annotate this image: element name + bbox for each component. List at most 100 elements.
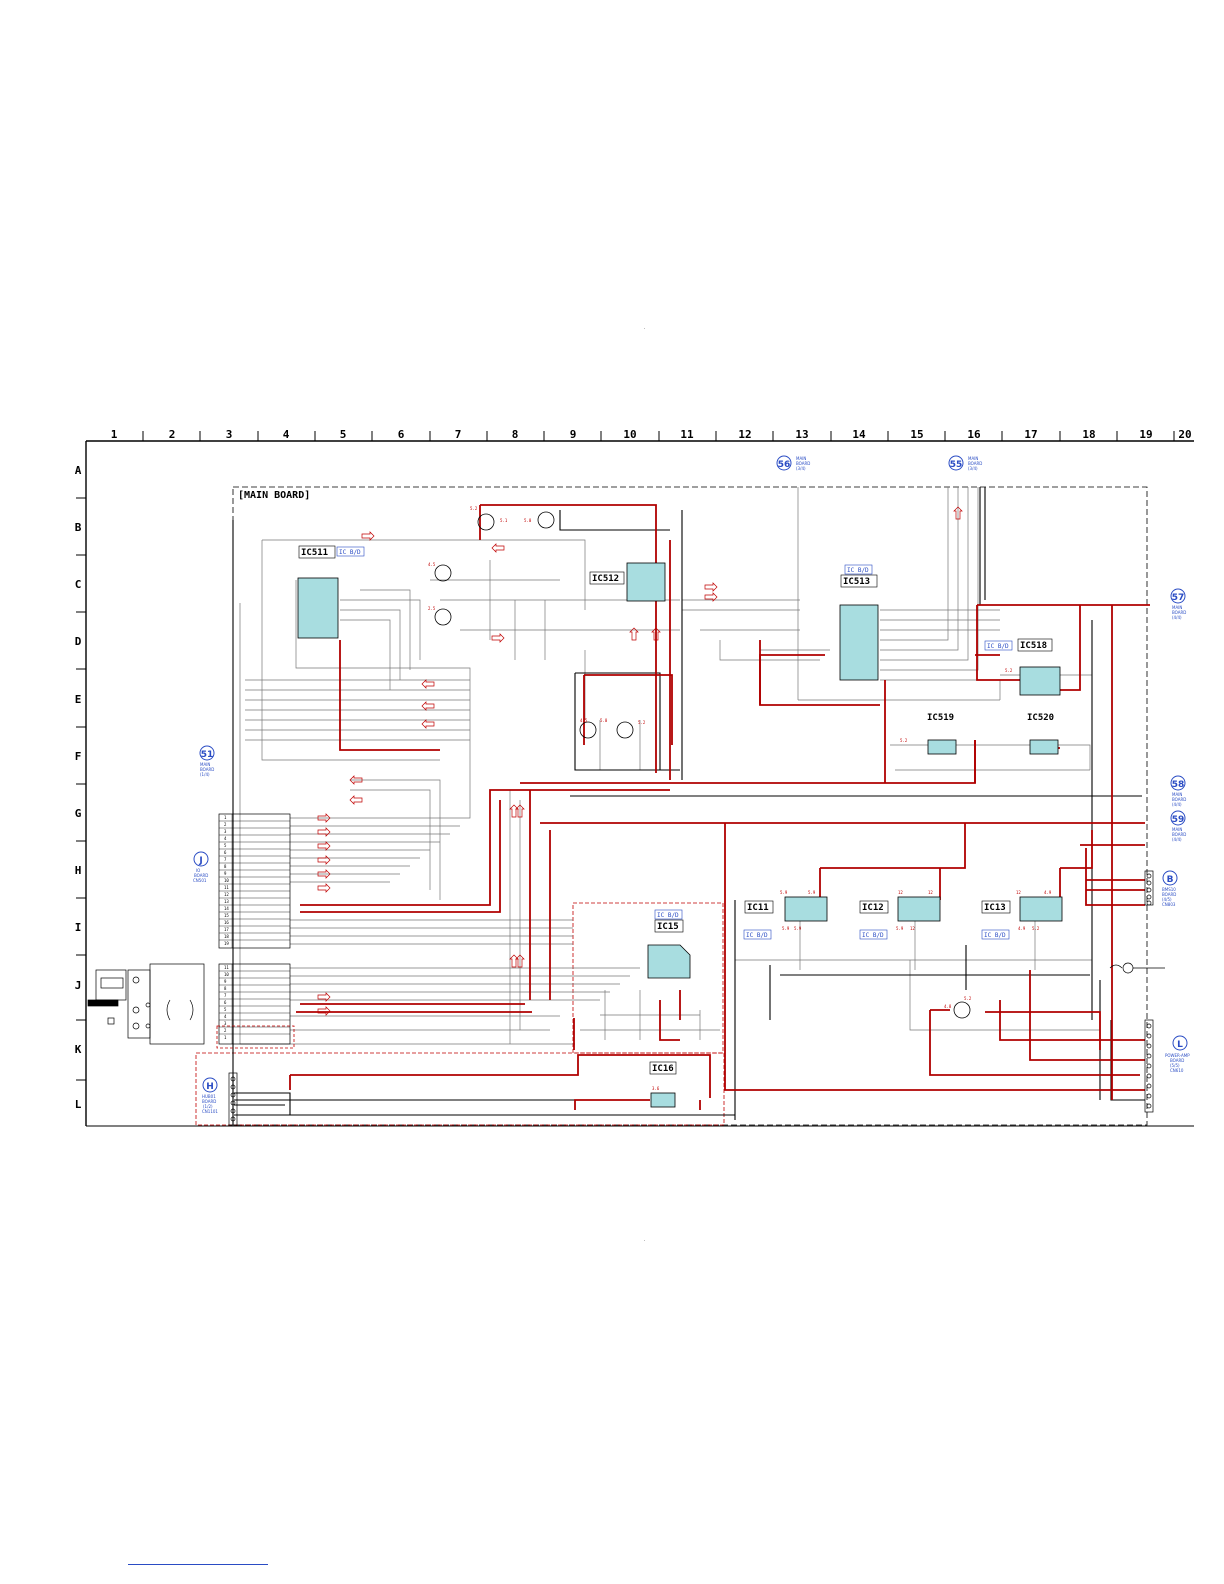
svg-text:5: 5 <box>224 843 227 848</box>
svg-text:58: 58 <box>1172 780 1185 790</box>
svg-text:BOARD: BOARD <box>202 1099 216 1104</box>
ic15: IC B/D IC15 <box>647 909 691 979</box>
svg-text:5.2: 5.2 <box>964 996 972 1001</box>
ic13-badge: IC B/D <box>984 932 1006 939</box>
ic11-badge: IC B/D <box>746 932 768 939</box>
svg-text:5.9: 5.9 <box>780 890 788 895</box>
jack-module <box>87 963 205 1045</box>
svg-text:MAIN: MAIN <box>968 456 978 461</box>
col-label-6: 6 <box>398 428 405 441</box>
svg-text:(1/4): (1/4) <box>200 772 210 777</box>
svg-text:BOARD: BOARD <box>1170 1058 1184 1063</box>
ic519-label: IC519 <box>927 713 954 723</box>
ic11: IC11 IC B/D <box>743 896 828 940</box>
flow-arrow-right <box>317 1006 331 1016</box>
ic15-badge: IC B/D <box>657 912 679 919</box>
flow-arrow-up <box>515 954 525 968</box>
svg-text:BOARD: BOARD <box>968 461 982 466</box>
svg-text:56: 56 <box>778 460 791 470</box>
svg-text:5: 5 <box>224 1007 227 1012</box>
svg-text:CN610: CN610 <box>1170 1068 1184 1073</box>
svg-text:5.1: 5.1 <box>500 518 508 523</box>
connector-58: 58 MAIN BOARD (4/4) <box>1170 775 1186 807</box>
svg-text:MAIN: MAIN <box>1172 605 1182 610</box>
connector-b-pins <box>1144 870 1154 906</box>
svg-text:BOARD: BOARD <box>1172 610 1186 615</box>
svg-text:(3/4): (3/4) <box>796 466 806 471</box>
signal-arrows <box>317 506 963 1016</box>
flow-arrow-left <box>349 795 363 805</box>
connector-51: 51 MAIN BOARD (1/4) <box>199 745 215 777</box>
svg-text:4.9: 4.9 <box>1018 926 1026 931</box>
col-label-19: 19 <box>1139 428 1152 441</box>
svg-text:12: 12 <box>1016 890 1021 895</box>
ic518-badge: IC B/D <box>987 643 1009 650</box>
svg-text:10: 10 <box>224 878 229 883</box>
svg-text:MAIN: MAIN <box>1172 827 1182 832</box>
col-label-11: 11 <box>680 428 694 441</box>
svg-text:MAIN: MAIN <box>796 456 806 461</box>
svg-text:BOARD: BOARD <box>194 873 208 878</box>
ic16-label: IC16 <box>652 1064 674 1074</box>
ic16: IC16 <box>649 1061 677 1108</box>
flow-arrow-right <box>317 813 331 823</box>
svg-text:5.0: 5.0 <box>524 518 532 523</box>
io-connector-upper <box>218 813 291 949</box>
row-ticks <box>76 497 86 1081</box>
svg-text:(4/4): (4/4) <box>1172 837 1182 842</box>
svg-text:J: J <box>198 856 202 866</box>
svg-text:MAIN: MAIN <box>200 762 210 767</box>
svg-text:3: 3 <box>224 1021 227 1026</box>
svg-text:2: 2 <box>224 822 227 827</box>
flow-arrow-left <box>421 719 435 729</box>
svg-text:BOARD: BOARD <box>200 767 214 772</box>
col-label-20: 20 <box>1178 428 1191 441</box>
svg-text:19: 19 <box>224 941 229 946</box>
black-wiring <box>232 487 1145 1125</box>
svg-text:L: L <box>1177 1040 1183 1050</box>
flow-arrow-up <box>509 804 519 818</box>
svg-text:8: 8 <box>224 986 227 991</box>
connector-57: 57 MAIN BOARD (4/4) <box>1170 588 1186 620</box>
ic13: IC13 IC B/D <box>981 896 1063 940</box>
ic16-subsection <box>195 1052 725 1126</box>
transistors <box>434 511 971 1019</box>
flow-arrow-right <box>317 827 331 837</box>
row-label-B: B <box>75 521 82 534</box>
flow-arrow-right <box>704 592 718 602</box>
flow-arrow-up <box>953 506 963 520</box>
output-plug <box>1109 962 1165 974</box>
flow-arrow-right <box>317 855 331 865</box>
svg-text:4: 4 <box>224 1014 227 1019</box>
io-connector-lower <box>216 963 295 1049</box>
footer-link-underline[interactable] <box>128 1564 268 1565</box>
svg-text:BOARD: BOARD <box>1172 797 1186 802</box>
ic511: IC511 IC B/D <box>297 545 365 639</box>
flow-arrow-left <box>349 775 363 785</box>
svg-text:11: 11 <box>224 965 229 970</box>
main-board-outline <box>232 486 1148 1126</box>
svg-text:13: 13 <box>224 899 229 904</box>
svg-text:12: 12 <box>224 892 229 897</box>
svg-text:9: 9 <box>224 979 227 984</box>
ic513: IC B/D IC513 <box>839 564 879 681</box>
svg-text:BOARD: BOARD <box>796 461 810 466</box>
io-upper-pin-labels: 1 2 3 4 5 6 7 8 9 10 11 12 13 14 15 16 1… <box>224 815 229 946</box>
svg-text:B: B <box>1167 875 1174 885</box>
svg-text:3: 3 <box>224 829 227 834</box>
row-label-J: J <box>75 979 82 992</box>
svg-text:CN501: CN501 <box>193 878 207 883</box>
svg-text:(1/2): (1/2) <box>203 1104 213 1109</box>
col-label-7: 7 <box>455 428 462 441</box>
ic518: IC B/D IC518 <box>984 638 1061 696</box>
row-label-F: F <box>75 750 82 763</box>
svg-text:4: 4 <box>224 836 227 841</box>
page-mark-bottom: · <box>644 1238 645 1243</box>
ic519: IC519 <box>927 713 957 755</box>
svg-text:BOARD: BOARD <box>1172 832 1186 837</box>
col-label-8: 8 <box>512 428 519 441</box>
svg-text:POWER-AMP: POWER-AMP <box>1165 1053 1190 1058</box>
svg-text:BOARD: BOARD <box>1162 892 1176 897</box>
svg-text:1: 1 <box>224 1035 227 1040</box>
